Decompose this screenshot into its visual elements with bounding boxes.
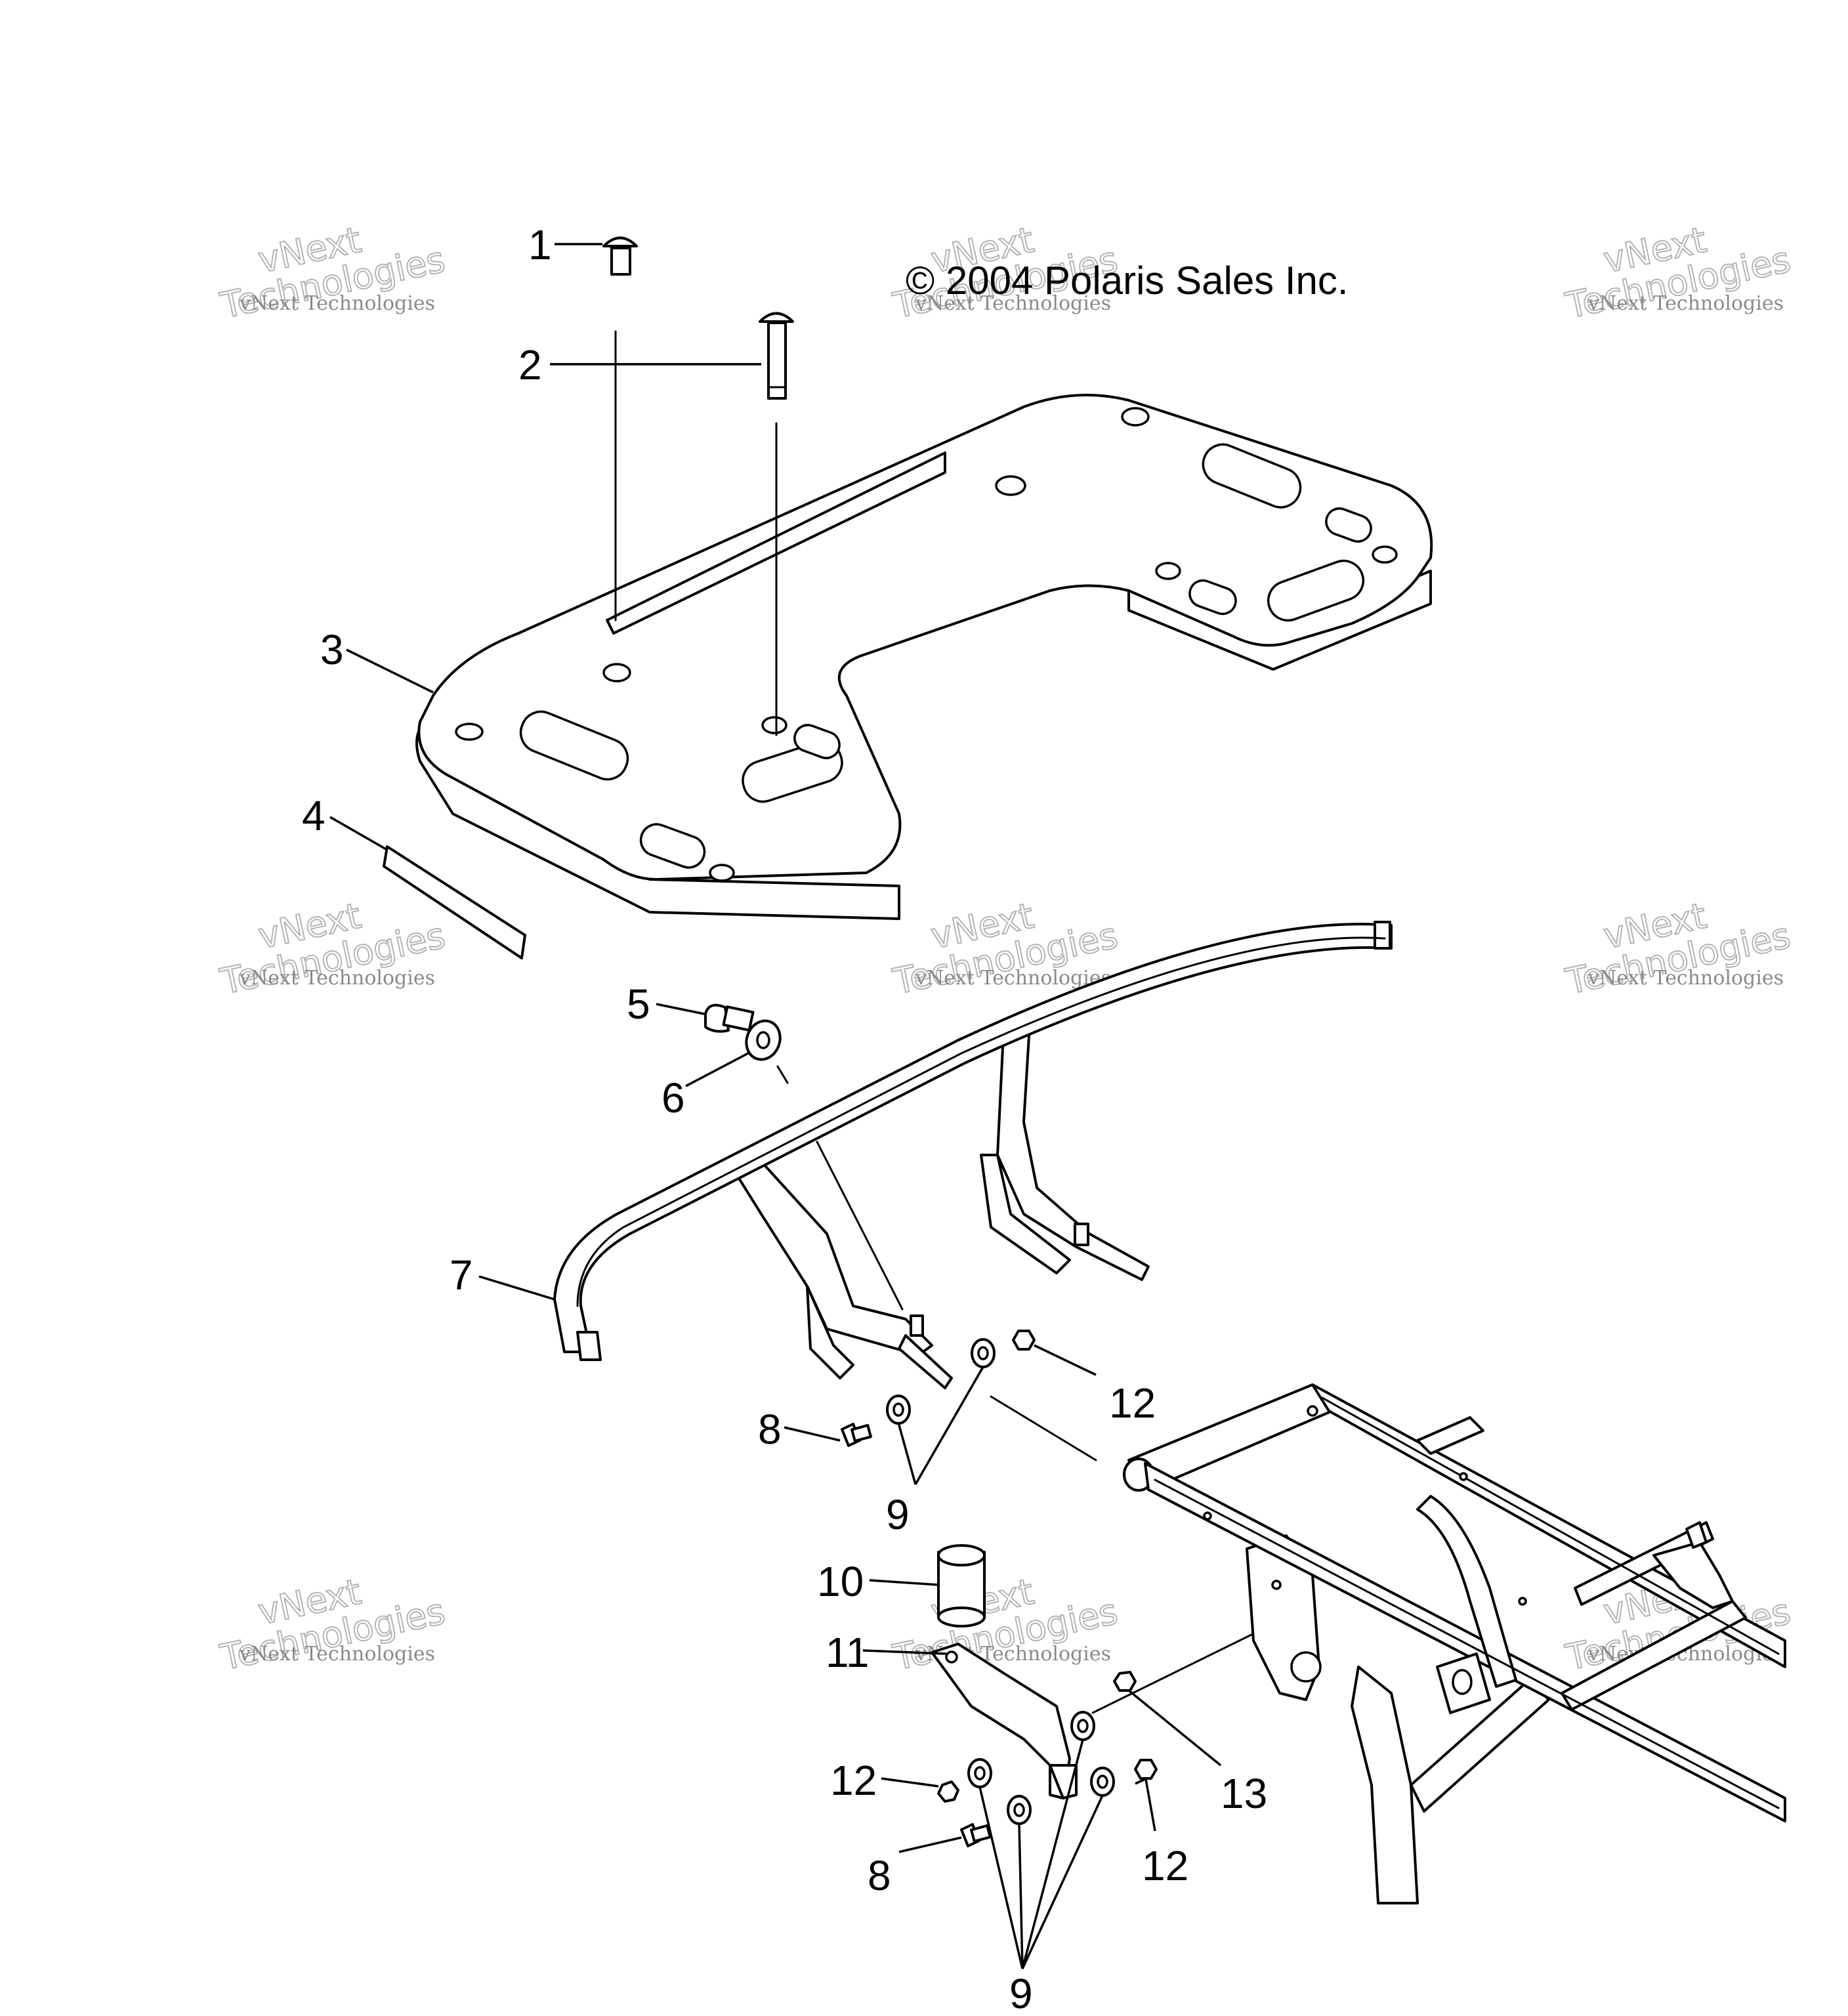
callout-12-upper: 12 [1109, 1379, 1156, 1427]
callout-5: 5 [627, 980, 650, 1028]
part-8-bolt-lower [960, 1823, 992, 1847]
copyright-notice: © 2004 Polaris Sales Inc. [906, 259, 1349, 303]
callout-labels: 1 2 3 4 5 6 7 8 9 12 10 11 12 8 12 13 9 [302, 221, 1267, 2016]
part-9-washer-upper [886, 1395, 911, 1425]
part-5-bolt [704, 1003, 755, 1033]
part-9-washer-lower [1090, 1767, 1115, 1797]
callout-2: 2 [518, 341, 542, 388]
part-8-bolt-upper [841, 1423, 872, 1447]
part-11-bracket [931, 1643, 1078, 1799]
callout-6: 6 [662, 1074, 685, 1122]
watermark-small: vNext Technologies [1587, 967, 1784, 990]
leader-lines [329, 243, 1222, 1969]
part-9-washer-lower [1007, 1795, 1032, 1825]
callout-11: 11 [826, 1629, 869, 1676]
callout-10: 10 [817, 1558, 864, 1605]
part-6-washer [745, 1019, 782, 1061]
watermark-small: vNext Technologies [239, 292, 435, 315]
assembly-line [990, 1395, 1097, 1461]
callout-9-lower: 9 [1009, 1970, 1033, 2016]
watermark-small: vNext Technologies [239, 1643, 435, 1666]
callout-8-upper: 8 [758, 1406, 782, 1453]
watermark-small: vNext Technologies [915, 967, 1111, 990]
callout-7: 7 [450, 1251, 473, 1299]
part-3-rack-plate [415, 394, 1433, 920]
part-7-rack-frame [553, 921, 1393, 1389]
callout-12-left: 12 [830, 1757, 877, 1804]
callout-13: 13 [1221, 1770, 1267, 1817]
vehicle-frame [1123, 1383, 1786, 1904]
part-1-rivet [602, 236, 638, 276]
part-9-washer-upper-right [971, 1338, 996, 1368]
part-9-washer-lower [967, 1758, 992, 1788]
part-12-nut-lower-right [1134, 1759, 1158, 1780]
part-4-strip [383, 845, 526, 959]
callout-1: 1 [528, 221, 552, 268]
part-12-nut-lower [937, 1780, 959, 1803]
callout-9-upper: 9 [886, 1491, 910, 1538]
part-9-washer-lower [1070, 1711, 1095, 1741]
assembly-line [816, 1141, 904, 1311]
part-2-long-rivet [759, 312, 794, 400]
callout-12-right: 12 [1142, 1842, 1188, 1889]
part-12-nut-upper [1012, 1330, 1036, 1351]
watermark-small: vNext Technologies [1587, 292, 1784, 315]
part-13-bolt [1113, 1671, 1137, 1692]
callout-4: 4 [302, 792, 326, 839]
callout-8-lower: 8 [868, 1852, 891, 1899]
part-10-spacer [937, 1544, 986, 1628]
watermark-small: vNext Technologies [915, 292, 1111, 315]
assembly-line [776, 1065, 789, 1084]
callout-3: 3 [320, 626, 344, 673]
watermark-small: vNext Technologies [239, 967, 435, 990]
